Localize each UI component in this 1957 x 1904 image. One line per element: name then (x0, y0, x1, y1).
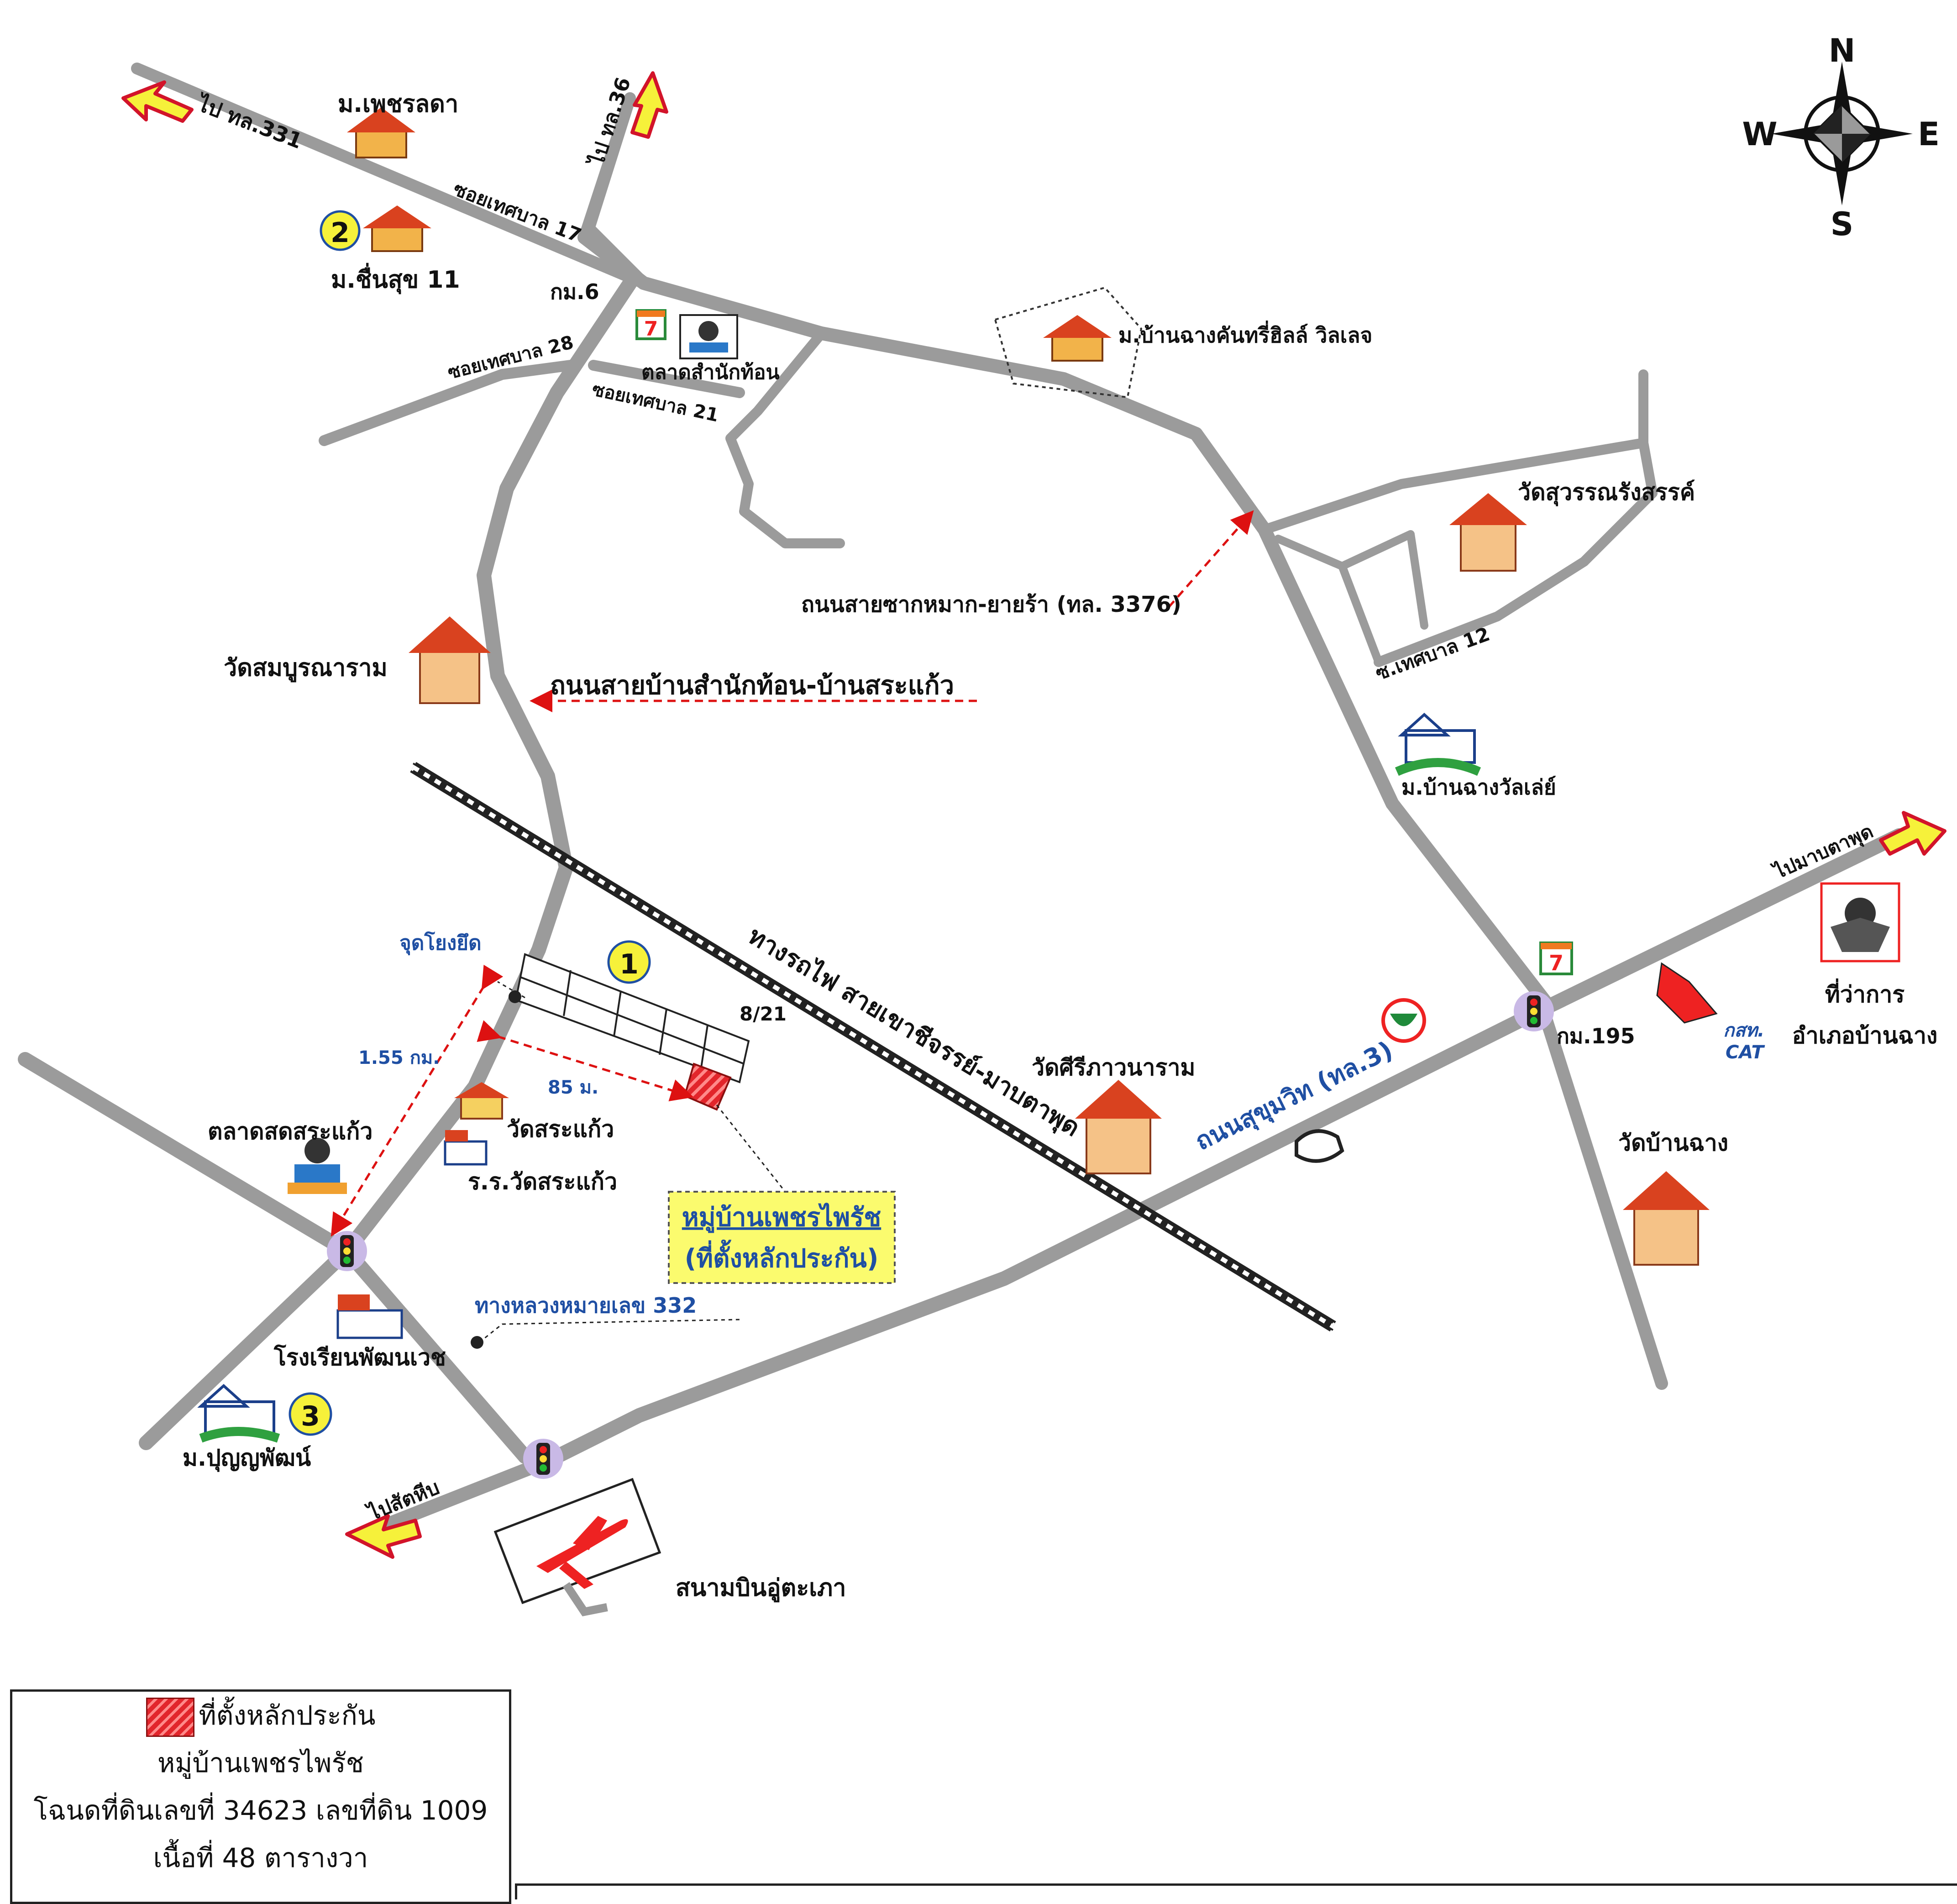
label-plot-no: 8/21 (740, 1003, 787, 1025)
road-network (18, 63, 1906, 1536)
legend-line-1: ที่ตั้งหลักประกัน (199, 1700, 376, 1731)
school-icon (336, 1294, 403, 1339)
road-banchang (1537, 1003, 1668, 1390)
marker-3-label: 3 (301, 1400, 320, 1432)
label-school-phatthana: โรงเรียนพัฒนเวช (273, 1344, 446, 1371)
collateral-callout (668, 1191, 896, 1284)
label-amphoe-1: ที่ว่าการ (1825, 978, 1905, 1008)
label-talad-samnak: ตลาดสำนักท้อน (641, 361, 780, 384)
temple-icon (409, 616, 491, 704)
label-chuensuk: ม.ชื่นสุข 11 (331, 263, 460, 295)
label-wat-suwan: วัดสุวรรณรังสรรค์ (1518, 479, 1695, 506)
cat-logo-en: CAT (1726, 1042, 1765, 1063)
house-green-icon (1395, 712, 1481, 776)
arrow-to-sattahip (345, 1514, 422, 1559)
house-icon (347, 107, 415, 158)
traffic-light-icon (327, 1231, 367, 1271)
marker-1 (607, 940, 651, 984)
label-school-sakaew: ร.ร.วัดสระแก้ว (468, 1168, 617, 1195)
house-icon (363, 205, 431, 252)
label-punyaphat: ม.ปุญญพัฒน์ (183, 1445, 311, 1472)
label-km6: กม.6 (550, 279, 599, 304)
distance-line-155 (331, 964, 504, 1237)
temple-icon (1623, 1171, 1710, 1266)
label-airport: สนามบินอู่ตะเภา (676, 1574, 846, 1603)
temple-icon (1449, 493, 1527, 572)
traffic-light-icon (523, 1439, 563, 1479)
label-dist-155: 1.55 กม. (358, 1047, 440, 1068)
airport-icon (493, 1478, 661, 1617)
seven-eleven-icon: 7 (1539, 941, 1573, 975)
callout-subtitle: (ที่ตั้งหลักประกัน) (685, 1240, 879, 1273)
label-dist-85: 85 ม. (548, 1077, 598, 1098)
bank-icon (1381, 998, 1426, 1043)
seven-eleven-label: 7 (644, 317, 658, 341)
label-market-sakaew: ตลาดสดสระแก้ว (208, 1118, 373, 1145)
label-banchang-valley: ม.บ้านฉางวัลเล่ย์ (1401, 775, 1556, 799)
railway (410, 762, 1336, 1332)
legend-line-4: เนื้อที่ 48 ตารางวา (153, 1842, 368, 1873)
arrow-to-331 (121, 80, 194, 123)
market-icon (679, 314, 738, 359)
label-to-331: ไป ทล.331 (192, 90, 305, 153)
seven-eleven-label: 7 (1549, 951, 1564, 975)
marker-1-label: 1 (619, 948, 639, 980)
market-icon (288, 1138, 347, 1194)
label-road-3376: ถนนสายซากหมาก-ยายร้า (ทล. 3376) (801, 592, 1181, 617)
label-wat-somboon: วัดสมบูรณาราม (224, 654, 388, 683)
label-petchlada: ม.เพชรลดา (338, 90, 458, 118)
handshake-icon (1295, 1129, 1344, 1163)
legend-line-3: โฉนดที่ดินเลขที่ 34623 เลขที่ดิน 1009 (33, 1795, 488, 1826)
road-soi28 (319, 360, 576, 446)
label-wat-sri: วัดศีรีภาวนาราม (1032, 1054, 1195, 1081)
road-to-sattahip (367, 1454, 555, 1536)
compass-s: S (1831, 205, 1853, 243)
label-hwy332: ทางหลวงหมายเลข 332 (475, 1293, 697, 1318)
temple-icon (1075, 1080, 1162, 1174)
label-amphoe-2: อำเภอบ้านฉาง (1792, 1022, 1938, 1049)
cat-logo (1656, 962, 1718, 1024)
distance-line-85 (477, 1020, 694, 1102)
compass-n: N (1829, 32, 1856, 69)
country-hill-boundary (994, 286, 1143, 399)
compass-w: W (1742, 116, 1777, 153)
road-samnak-sakaew (340, 276, 637, 1258)
road-3376 (577, 231, 1554, 1011)
garuda-emblem-icon (1820, 882, 1900, 963)
label-ref-point: จุดโยงยึด (399, 931, 482, 956)
traffic-light-icon (1514, 991, 1554, 1031)
road-soi21 (588, 360, 745, 398)
house-green-icon (197, 1383, 280, 1443)
bottom-panel-edge (515, 1883, 1957, 1899)
compass-rose (1771, 62, 1913, 205)
label-road-samnak: ถนนสายบ้านสำนักท้อน-บ้านสระแก้ว (550, 671, 954, 700)
seven-eleven-icon: 7 (635, 309, 666, 341)
house-icon (1043, 315, 1112, 362)
callout-title: หมู่บ้านเพชรไพรัช (682, 1202, 881, 1233)
school-icon (444, 1130, 488, 1166)
label-wat-sakaew: วัดสระแก้ว (507, 1116, 614, 1142)
legend-line-2: หมู่บ้านเพชรไพรัช (157, 1747, 364, 1778)
label-wat-banchang: วัดบ้านฉาง (1618, 1130, 1728, 1156)
marker-3 (289, 1392, 332, 1436)
label-railway: ทางรถไฟ สายเขาชีจรรย์-มาบตาพุด (743, 921, 1085, 1143)
arrow-to-maptaphut (1879, 811, 1947, 856)
cat-logo-th: กสท. (1723, 1020, 1764, 1041)
marker-2 (320, 210, 361, 251)
compass-e: E (1918, 116, 1940, 153)
label-country-hill: ม.บ้านฉางคันทรี่ฮิลล์ วิลเลจ (1118, 321, 1373, 347)
arrow-to-36 (630, 71, 668, 139)
temple-small-icon (454, 1082, 509, 1120)
reference-point-dot (509, 990, 521, 1003)
map-legend: ที่ตั้งหลักประกัน หมู่บ้านเพชรไพรัช โฉนด… (10, 1689, 511, 1904)
marker-2-label: 2 (331, 217, 350, 249)
road-soi17 (131, 63, 650, 289)
label-km195: กม.195 (1557, 1024, 1635, 1048)
pointer-3376 (1168, 510, 1254, 608)
collateral-swatch (146, 1697, 194, 1737)
